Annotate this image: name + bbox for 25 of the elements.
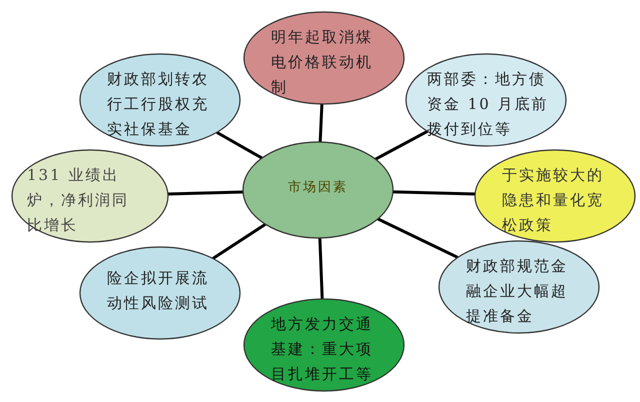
connector-line: [318, 238, 324, 300]
connector-line: [377, 218, 458, 259]
topic-ellipse: [242, 141, 394, 239]
connector-line: [392, 190, 476, 196]
topic-text: 两部委：地方债资金 10 月底前拨付到位等: [427, 69, 550, 140]
connector-line: [216, 131, 263, 160]
connector-line: [374, 130, 428, 161]
connector-line: [168, 190, 244, 196]
topic-ellipse: [243, 298, 405, 392]
topic-text: 明年起取消煤电价格联动机制: [271, 27, 374, 98]
topic-ellipse: [11, 149, 169, 243]
topic-text: 于实施较大的隐患和量化宽松政策: [502, 165, 605, 236]
topic-text: 财政部划转农行工行股权充实社保基金: [107, 69, 210, 140]
topic-text: 险企拟开展流动性风险测试: [107, 268, 210, 314]
topic-ellipse: [79, 53, 241, 147]
topic-ellipse: [79, 246, 241, 340]
connector-line: [318, 104, 324, 142]
topic-text: 财政部规范金融企业大幅超提准备金: [466, 256, 569, 327]
topic-ellipse: [243, 11, 405, 105]
connector-line: [212, 223, 266, 260]
topic-ellipse: [405, 53, 567, 147]
topic-ellipse: [438, 240, 600, 334]
topic-text: 市场因素: [287, 179, 349, 197]
topic-ellipse: [474, 149, 636, 243]
topic-text: 地方发力交通基建：重大项目扎堆开工等: [271, 314, 374, 385]
